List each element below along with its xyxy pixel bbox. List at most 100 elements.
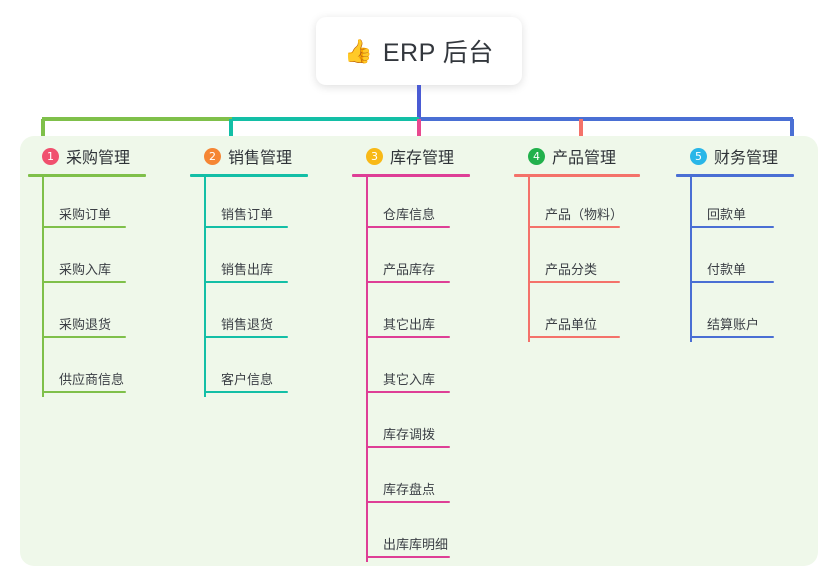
leaf-rule [366, 281, 450, 283]
branch-number-badge: 1 [42, 147, 59, 165]
thumbs-up-emoji: 👍 [344, 37, 373, 64]
branch-column-5: 5 财务管理回款单付款单结算账户 [676, 143, 816, 342]
leaf-rule [690, 226, 774, 228]
leaf-rule [528, 336, 620, 338]
leaf-rule [204, 281, 288, 283]
leaf-spine [42, 177, 44, 397]
branch-number-badge: 2 [204, 147, 221, 165]
leaf-rule [42, 226, 126, 228]
leaf-label: 采购订单 [59, 207, 112, 222]
leaf-rule [366, 226, 450, 228]
branch-header-4[interactable]: 4 产品管理 [514, 143, 674, 169]
branch-title: 产品管理 [552, 150, 617, 167]
page-title: ERP 后台 [382, 39, 494, 67]
branch-title: 财务管理 [714, 150, 779, 167]
leaf-label: 产品库存 [383, 262, 436, 277]
leaf-label: 销售退货 [221, 317, 274, 332]
branch-header-3[interactable]: 3 库存管理 [352, 143, 502, 169]
leaf-item[interactable]: 产品单位 [514, 287, 674, 342]
leaf-rule [42, 391, 126, 393]
leaf-item[interactable]: 客户信息 [190, 342, 340, 397]
branch-title: 销售管理 [228, 150, 293, 167]
leaf-label: 库存盘点 [383, 482, 436, 497]
leaf-item[interactable]: 采购订单 [28, 177, 178, 232]
branch-column-4: 4 产品管理产品（物料） 产品分类产品单位 [514, 143, 674, 342]
leaf-list: 产品（物料） 产品分类产品单位 [514, 177, 674, 342]
branch-header-1[interactable]: 1 采购管理 [28, 143, 178, 169]
leaf-label: 出库库明细 [383, 537, 449, 552]
leaf-label: 采购入库 [59, 262, 112, 277]
leaf-label: 仓库信息 [383, 207, 436, 222]
branch-column-3: 3 库存管理仓库信息产品库存其它出库其它入库库存调拨库存盘点出库库明细 [352, 143, 502, 562]
leaf-rule [204, 336, 288, 338]
leaf-rule [366, 336, 450, 338]
leaf-rule [42, 281, 126, 283]
leaf-rule [366, 446, 450, 448]
leaf-label: 回款单 [707, 207, 747, 222]
leaf-label: 库存调拨 [383, 427, 436, 442]
leaf-item[interactable]: 其它出库 [352, 287, 502, 342]
leaf-label: 客户信息 [221, 372, 274, 387]
branch-header-rule [190, 174, 308, 177]
leaf-rule [204, 391, 288, 393]
leaf-label: 销售订单 [221, 207, 274, 222]
leaf-label: 结算账户 [707, 317, 760, 332]
leaf-label: 付款单 [707, 262, 747, 277]
branch-header-rule [28, 174, 146, 177]
branch-header-rule [514, 174, 640, 177]
leaf-item[interactable]: 产品（物料） [514, 177, 674, 232]
leaf-item[interactable]: 销售出库 [190, 232, 340, 287]
leaf-item[interactable]: 产品分类 [514, 232, 674, 287]
leaf-item[interactable]: 采购退货 [28, 287, 178, 342]
leaf-list: 仓库信息产品库存其它出库其它入库库存调拨库存盘点出库库明细 [352, 177, 502, 562]
branch-header-5[interactable]: 5 财务管理 [676, 143, 816, 169]
leaf-label: 其它出库 [383, 317, 436, 332]
leaf-rule [528, 281, 620, 283]
leaf-rule [690, 336, 774, 338]
leaf-item[interactable]: 其它入库 [352, 342, 502, 397]
leaf-label: 产品单位 [545, 317, 598, 332]
leaf-item[interactable]: 库存盘点 [352, 452, 502, 507]
leaf-item[interactable]: 库存调拨 [352, 397, 502, 452]
branch-header-rule [676, 174, 794, 177]
branch-title: 库存管理 [390, 150, 455, 167]
leaf-item[interactable]: 仓库信息 [352, 177, 502, 232]
leaf-item[interactable]: 销售订单 [190, 177, 340, 232]
leaf-item[interactable]: 结算账户 [676, 287, 816, 342]
branch-column-1: 1 采购管理采购订单采购入库采购退货供应商信息 [28, 143, 178, 397]
leaf-item[interactable]: 采购入库 [28, 232, 178, 287]
leaf-item[interactable]: 回款单 [676, 177, 816, 232]
branch-column-2: 2 销售管理销售订单销售出库销售退货客户信息 [190, 143, 340, 397]
leaf-list: 销售订单销售出库销售退货客户信息 [190, 177, 340, 397]
branch-number-badge: 3 [366, 147, 383, 165]
leaf-item[interactable]: 出库库明细 [352, 507, 502, 562]
branch-header-2[interactable]: 2 销售管理 [190, 143, 340, 169]
branch-number-badge: 4 [528, 147, 545, 165]
leaf-label: 采购退货 [59, 317, 112, 332]
leaf-rule [366, 501, 450, 503]
leaf-rule [366, 391, 450, 393]
leaf-label: 产品分类 [545, 262, 598, 277]
leaf-rule [366, 556, 450, 558]
leaf-spine [528, 177, 530, 342]
root-title-card[interactable]: 👍 ERP 后台 [316, 17, 522, 85]
branch-header-rule [352, 174, 470, 177]
leaf-rule [42, 336, 126, 338]
leaf-item[interactable]: 供应商信息 [28, 342, 178, 397]
leaf-spine [690, 177, 692, 342]
leaf-item[interactable]: 销售退货 [190, 287, 340, 342]
branch-number-badge: 5 [690, 147, 707, 165]
branches-panel [20, 136, 818, 566]
branch-title: 采购管理 [66, 150, 131, 167]
leaf-list: 采购订单采购入库采购退货供应商信息 [28, 177, 178, 397]
leaf-item[interactable]: 产品库存 [352, 232, 502, 287]
leaf-list: 回款单付款单结算账户 [676, 177, 816, 342]
leaf-rule [690, 281, 774, 283]
leaf-item[interactable]: 付款单 [676, 232, 816, 287]
leaf-spine [366, 177, 368, 562]
leaf-label: 产品（物料） [545, 207, 624, 222]
leaf-label: 供应商信息 [59, 372, 125, 387]
leaf-rule [528, 226, 620, 228]
leaf-rule [204, 226, 288, 228]
